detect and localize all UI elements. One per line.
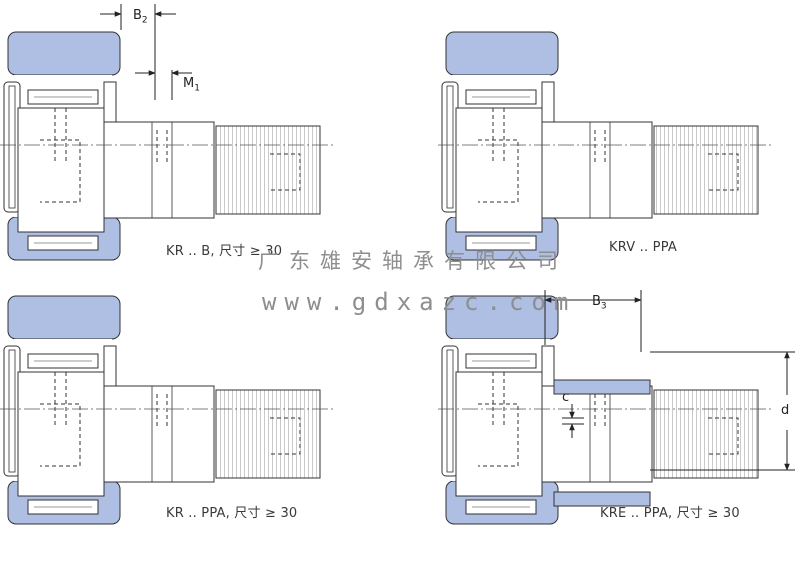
shank-groove [151,122,173,218]
thread-socket [270,153,301,191]
outer-ring-top [7,31,121,76]
dimension-m1-label: M1 [183,76,200,94]
lube-hole-shank [594,394,606,426]
lube-hole-shank [156,130,168,162]
washer-inner-left [8,85,16,209]
shank-groove [589,386,611,482]
thread-socket [708,417,739,455]
figure-kr-b [0,31,334,261]
lube-hole-head [54,372,67,426]
dimension-lines [100,4,795,471]
hex-socket [40,403,81,467]
stud-shank [541,385,653,483]
caption-kre-ppa: KRE .. PPA, 尺寸 ≥ 30 [600,506,740,521]
watermark-company: 广东雄安轴承有限公司 [258,249,568,273]
lube-hole-head [492,372,505,426]
hex-socket [478,403,519,467]
threaded-end [653,389,759,479]
stud-head [17,107,105,233]
dimension-c-label: c [562,390,570,405]
lube-hole-head [492,108,505,162]
watermark-url: www.gdxazc.com [262,288,577,316]
stud-head [17,371,105,497]
lube-hole-head [54,108,67,162]
threaded-end [215,389,321,479]
figure-kr-ppa [0,295,334,525]
washer-inner-left [8,349,16,473]
figure-krv-ppa [438,31,772,261]
hex-socket [40,139,81,203]
caption-kr-b: KR .. B, 尺寸 ≥ 30 [166,244,283,259]
eccentric-collar-bottom [553,491,651,507]
dimension-d-label: d [781,403,790,418]
washer-inner-left [446,85,454,209]
washer-inner-left [446,349,454,473]
dimension-b3-label: B3 [592,294,607,312]
stud-head [455,371,543,497]
stud-head [455,107,543,233]
stud-shank [103,385,215,483]
thread-socket [270,417,301,455]
eccentric-collar-top [553,379,651,395]
figure-kre-ppa [438,295,772,525]
lube-hole-shank [156,394,168,426]
stud-shank [103,121,215,219]
lube-hole-shank [594,130,606,162]
caption-kr-ppa: KR .. PPA, 尺寸 ≥ 30 [166,506,298,521]
outer-ring-top [445,31,559,76]
thread-socket [708,153,739,191]
caption-krv-ppa: KRV .. PPA [609,240,678,255]
threaded-end [215,125,321,215]
stud-shank [541,121,653,219]
dimension-b2-label: B2 [133,8,148,26]
threaded-end [653,125,759,215]
hex-socket [478,139,519,203]
shank-groove [589,122,611,218]
shank-groove [151,386,173,482]
outer-ring-top [7,295,121,340]
